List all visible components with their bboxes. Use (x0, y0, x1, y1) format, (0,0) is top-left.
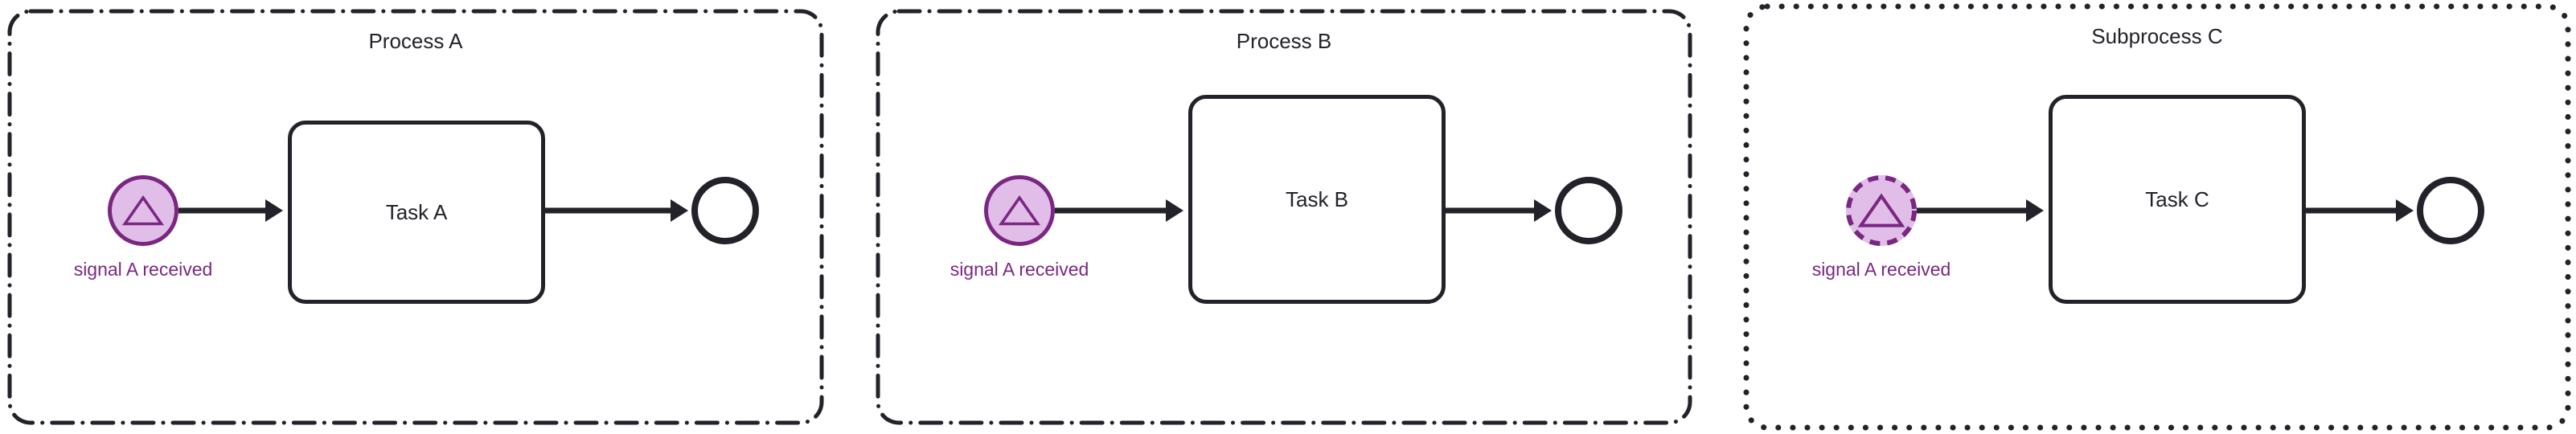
signal-triangle-icon (998, 194, 1041, 226)
task-subprocess-c[interactable]: Task C (2049, 95, 2306, 304)
task-label-process-a: Task A (385, 199, 448, 224)
task-label-process-b: Task B (1285, 186, 1349, 211)
signal-triangle-icon (121, 194, 165, 226)
signal-event-label-process-a: signal A received (73, 259, 213, 280)
end-event-process-a[interactable] (691, 177, 759, 244)
signal-triangle-icon (1846, 175, 1917, 246)
end-event-subprocess-c[interactable] (2417, 177, 2484, 244)
task-label-subprocess-c: Task C (2145, 186, 2209, 211)
signal-event-label-process-b: signal A received (950, 259, 1089, 280)
signal-start-event-subprocess-c[interactable] (1846, 175, 1917, 246)
task-process-b[interactable]: Task B (1188, 95, 1446, 304)
signal-event-label-subprocess-c: signal A received (1811, 259, 1951, 280)
pool-title-process-b: Process B (1236, 29, 1332, 53)
task-process-a[interactable]: Task A (288, 121, 545, 304)
pool-title-process-a: Process A (368, 29, 463, 53)
end-event-process-b[interactable] (1555, 177, 1622, 244)
pool-title-subprocess-c: Subprocess C (2091, 24, 2223, 48)
signal-start-event-process-a[interactable] (108, 175, 178, 246)
signal-start-event-process-b[interactable] (984, 175, 1055, 246)
